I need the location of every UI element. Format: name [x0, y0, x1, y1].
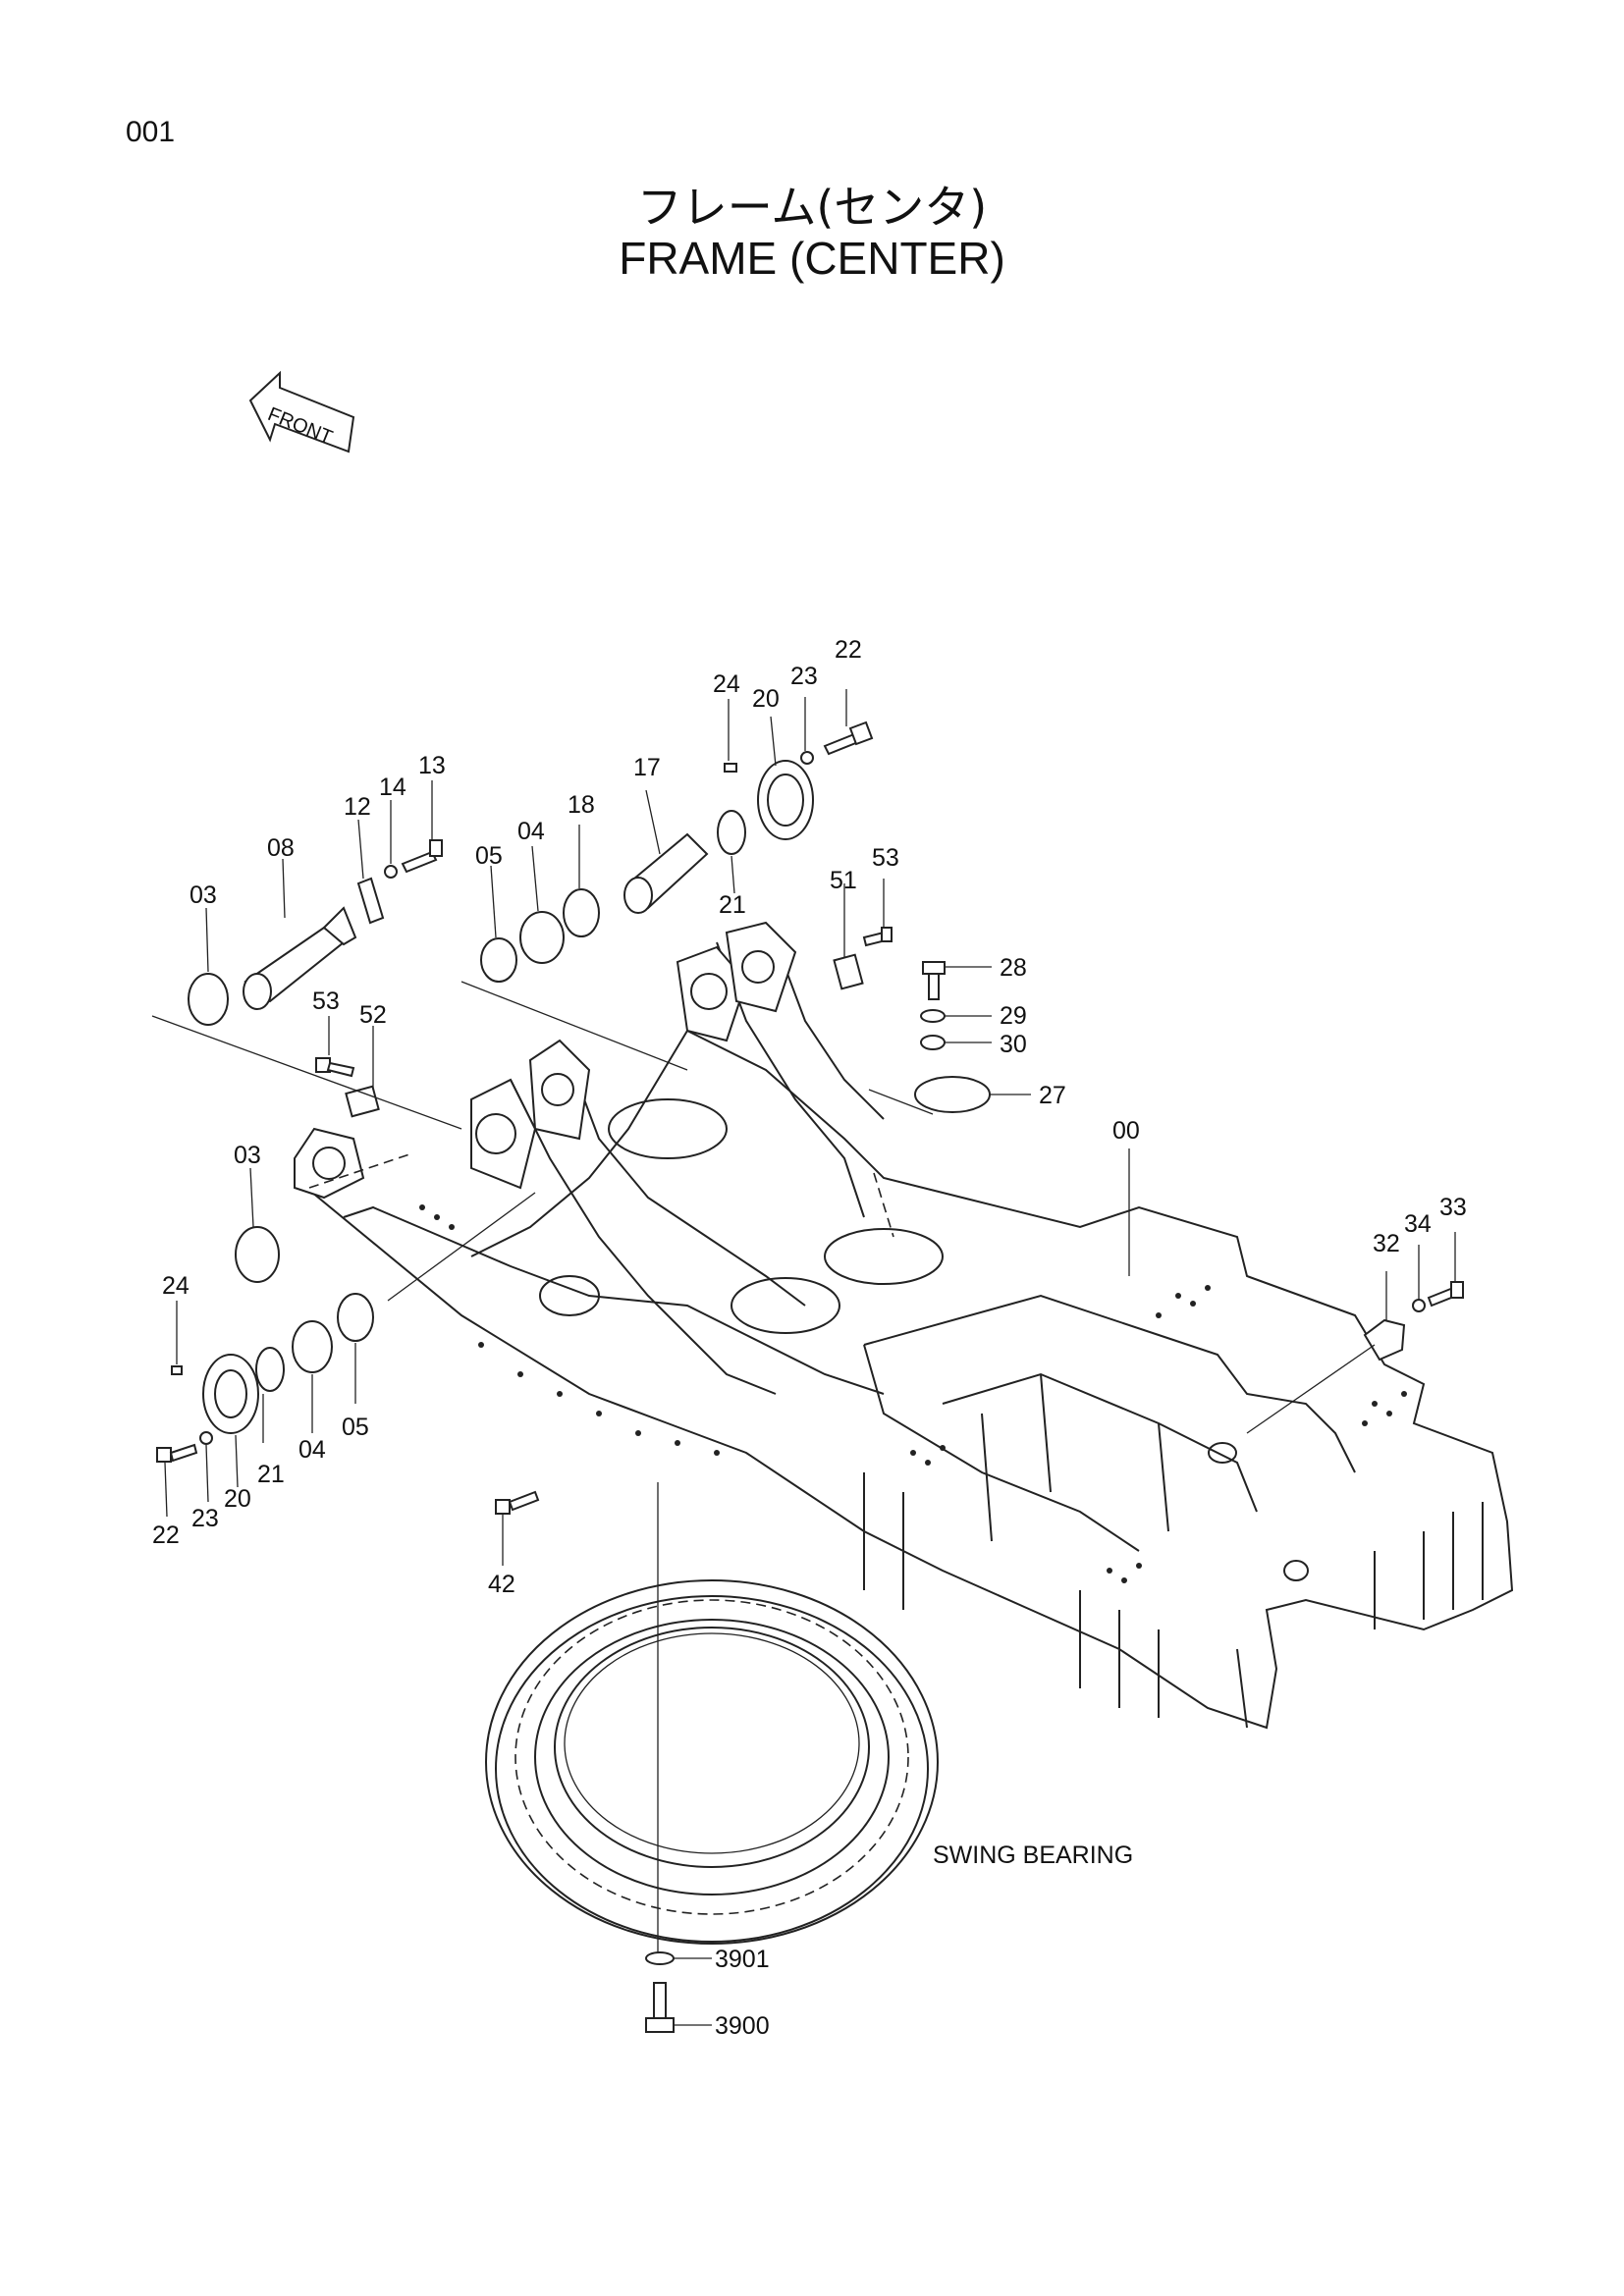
callout-32: 32: [1373, 1230, 1400, 1257]
callout-42: 42: [488, 1571, 515, 1598]
title-japanese: フレーム(センタ): [636, 181, 988, 234]
part-cover-20-top: [757, 760, 814, 840]
part-bushing-04-top: [519, 911, 565, 964]
part-plate-27: [914, 1076, 991, 1113]
callout-24-top: 24: [713, 670, 740, 698]
swing-bearing-label: SWING BEARING: [933, 1842, 1133, 1869]
part-bolt-53-left: [315, 1057, 355, 1078]
callout-30: 30: [1000, 1031, 1027, 1058]
part-bolt-3900: [645, 1982, 675, 2033]
part-washer-23-left: [199, 1431, 213, 1445]
part-bushing-03-top: [188, 973, 229, 1026]
callout-03-top: 03: [189, 881, 217, 909]
part-bolt-28: [922, 961, 946, 1000]
callout-27: 27: [1039, 1082, 1066, 1109]
part-bolt-33: [1427, 1281, 1464, 1308]
callout-23-top: 23: [790, 663, 818, 690]
callout-08: 08: [267, 834, 295, 862]
callout-24-left: 24: [162, 1272, 189, 1300]
callout-labels: 22 23 20 24 17 18 04 05 13 14 12 08 03 2…: [152, 636, 1467, 2040]
callout-20-left: 20: [224, 1485, 251, 1513]
callout-04-left: 04: [298, 1436, 326, 1464]
swing-bearing: [485, 1579, 939, 1945]
callout-13: 13: [418, 752, 446, 779]
callout-05-top: 05: [475, 842, 503, 870]
part-plate-51: [833, 953, 864, 990]
part-plug-24-left: [171, 1365, 183, 1375]
center-frame: [294, 921, 1514, 1730]
part-bolt-22-top: [823, 721, 874, 756]
page-number: 001: [126, 116, 176, 148]
callout-05-left: 05: [342, 1414, 369, 1441]
front-arrow-label: FRONT: [265, 403, 336, 449]
callout-53-right: 53: [872, 844, 899, 872]
callout-04-top: 04: [517, 818, 545, 845]
part-bushing-04-left: [292, 1320, 333, 1373]
callout-21-top: 21: [719, 891, 746, 919]
callout-52: 52: [359, 1001, 387, 1029]
part-shim-21-left: [255, 1347, 285, 1392]
callout-53-left: 53: [312, 988, 340, 1015]
part-bracket-32: [1363, 1318, 1406, 1362]
part-washer-34: [1412, 1299, 1426, 1312]
callout-21-left: 21: [257, 1461, 285, 1488]
part-washer-3901: [645, 1951, 675, 1965]
part-plate-52: [345, 1085, 380, 1118]
part-bolt-42: [495, 1490, 540, 1515]
callout-34: 34: [1404, 1210, 1432, 1238]
part-bolt-22-left: [156, 1443, 198, 1463]
callout-12: 12: [344, 793, 371, 821]
callout-3900: 3900: [715, 2012, 770, 2040]
part-shim-21-top: [717, 810, 746, 855]
callout-23-left: 23: [191, 1505, 219, 1532]
callout-22-left: 22: [152, 1522, 180, 1549]
part-seal-05-left: [337, 1293, 374, 1342]
front-arrow-icon: FRONT: [248, 370, 355, 454]
part-washer-14: [384, 865, 398, 879]
part-washer-30: [920, 1035, 946, 1050]
callout-18: 18: [568, 791, 595, 819]
part-washer-29: [920, 1009, 946, 1023]
part-ring-18: [563, 888, 600, 937]
title-english: FRAME (CENTER): [619, 233, 1005, 284]
part-cover-20-left: [202, 1354, 259, 1434]
part-bolt-53-right: [862, 927, 893, 947]
callout-29: 29: [1000, 1002, 1027, 1030]
part-washer-23-top: [800, 751, 814, 765]
part-pin-08: [243, 906, 357, 1010]
callout-22-top: 22: [835, 636, 862, 664]
callout-03-left: 03: [234, 1142, 261, 1169]
leader-lines: [151, 689, 1456, 2026]
part-pin-17: [623, 832, 709, 914]
callout-33: 33: [1439, 1194, 1467, 1221]
part-bolt-13: [401, 839, 443, 874]
callout-20-top: 20: [752, 685, 780, 713]
part-seal-05-top: [480, 937, 517, 983]
frame-hole-pattern: [419, 1204, 1407, 1583]
callout-51: 51: [830, 867, 857, 894]
callout-17: 17: [633, 754, 661, 781]
part-plate-12: [356, 877, 385, 925]
part-bushing-03-left: [235, 1226, 280, 1283]
callout-3901: 3901: [715, 1946, 770, 1973]
callout-00: 00: [1112, 1117, 1140, 1145]
callout-28: 28: [1000, 954, 1027, 982]
callout-14: 14: [379, 774, 406, 801]
part-plug-24-top: [724, 763, 737, 773]
